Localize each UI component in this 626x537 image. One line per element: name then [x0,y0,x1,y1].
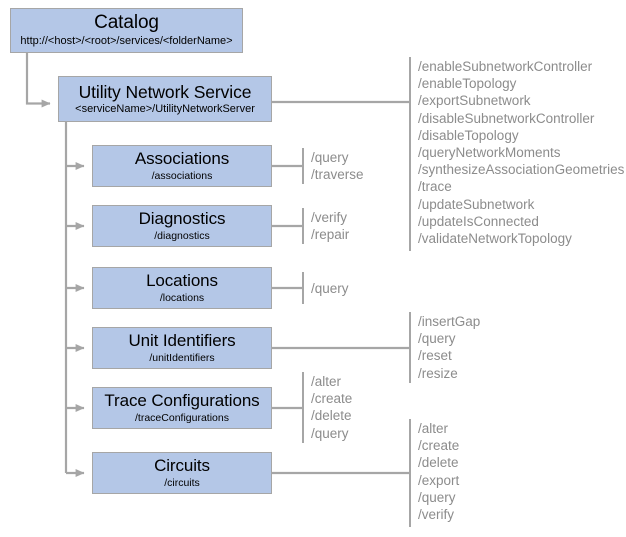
operations-locations: /query [311,280,349,297]
operation-item: /alter [418,421,449,436]
node-catalog-title: Catalog [94,12,159,34]
operation-item: /updateIsConnected [418,213,539,229]
node-diagnostics[interactable]: Diagnostics /diagnostics [92,205,272,247]
node-utility-network-service[interactable]: Utility Network Service <serviceName>/Ut… [58,76,272,122]
operation-item: /exportSubnetwork [418,93,531,109]
node-locations-path: /locations [159,291,205,304]
operation-item: /enableSubnetworkController [418,59,593,74]
operation-item: /synthesizeAssociationGeometries [418,162,625,178]
node-unit-identifiers-title: Unit Identifiers [128,331,236,351]
operation-item: /trace [418,179,452,195]
node-trace-configurations-title: Trace Configurations [104,391,260,411]
operation-item: /enableTopology [418,76,517,92]
operation-item: /validateNetworkTopology [418,231,572,247]
operation-item: /alter [311,374,342,389]
node-locations-title: Locations [146,271,218,291]
operation-item: /query [311,281,349,296]
operations-unit-identifiers: /insertGap/query/reset/resize [418,313,480,382]
operation-item: /insertGap [418,314,481,329]
operation-item: /repair [311,227,350,243]
operations-circuits: /alter/create/delete/export/query/verify [418,420,459,523]
operation-item: /verify [418,507,455,523]
operations-associations: /query/traverse [311,149,364,183]
operation-item: /create [311,391,353,407]
node-catalog-path: http://<host>/<root>/services/<folderNam… [20,35,233,48]
node-circuits[interactable]: Circuits /circuits [92,452,272,494]
node-associations[interactable]: Associations /associations [92,145,272,187]
node-catalog[interactable]: Catalog http://<host>/<root>/services/<f… [10,8,243,53]
node-trace-configurations-path: /traceConfigurations [135,411,229,424]
operations-diagnostics: /verify/repair [311,209,349,243]
operation-item: /create [418,438,460,454]
operation-item: /disableTopology [418,127,519,143]
operations-utility-network-service: /enableSubnetworkController/enableTopolo… [418,58,624,247]
operation-item: /verify [311,210,348,225]
node-unit-identifiers[interactable]: Unit Identifiers /unitIdentifiers [92,327,272,369]
node-utility-network-service-path: <serviceName>/UtilityNetworkServer [75,102,255,115]
operation-item: /updateSubnetwork [418,196,535,212]
node-unit-identifiers-path: /unitIdentifiers [149,351,215,364]
node-utility-network-service-title: Utility Network Service [78,81,252,102]
operation-item: /reset [418,348,452,364]
operation-item: /traverse [311,167,364,183]
operation-item: /resize [418,365,458,381]
node-diagnostics-title: Diagnostics [138,209,226,229]
node-circuits-path: /circuits [164,476,200,489]
node-locations[interactable]: Locations /locations [92,267,272,309]
node-associations-title: Associations [134,149,230,169]
operations-trace-configurations: /alter/create/delete/query [311,373,352,442]
operation-item: /query [418,331,456,347]
operation-item: /delete [311,408,352,424]
operation-item: /export [418,472,460,488]
node-circuits-title: Circuits [154,456,210,476]
operation-item: /disableSubnetworkController [418,110,595,126]
operation-item: /query [311,150,349,165]
operation-item: /query [311,425,349,441]
node-associations-path: /associations [151,169,213,182]
node-diagnostics-path: /diagnostics [154,229,210,242]
node-trace-configurations[interactable]: Trace Configurations /traceConfiguration… [92,387,272,429]
operation-item: /query [418,489,456,505]
operation-item: /delete [418,455,459,471]
operation-item: /queryNetworkMoments [418,145,561,161]
